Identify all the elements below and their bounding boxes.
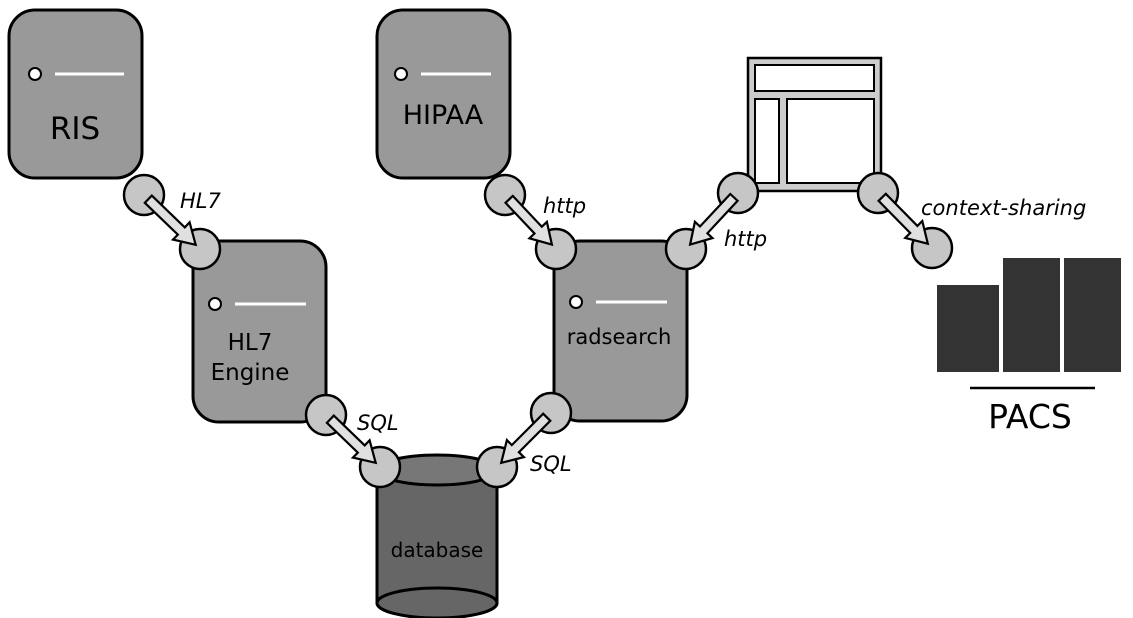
connector-ris-hl7-arrow bbox=[143, 194, 198, 247]
pacs-label: PACS bbox=[988, 397, 1072, 436]
connector-radsearch-window-arrow bbox=[688, 192, 740, 247]
edge-label-hl7-db: SQL bbox=[357, 411, 399, 435]
connector-hl7-db-arrow bbox=[325, 414, 378, 465]
radsearch-label: radsearch bbox=[567, 325, 672, 349]
edge-label-db-radsearch: SQL bbox=[530, 452, 572, 476]
hl7-engine-label-line1: HL7 bbox=[228, 330, 273, 356]
edge-label-radsearch-workstation: http bbox=[724, 227, 767, 251]
connector-window-pacs bbox=[856, 171, 954, 270]
radsearch-status-led bbox=[569, 295, 583, 309]
pacs-icon: PACS bbox=[937, 258, 1121, 436]
edge-label-workstation-pacs: context-sharing bbox=[921, 196, 1086, 220]
hl7-engine-status-led bbox=[208, 297, 222, 311]
database-label: database bbox=[391, 538, 484, 562]
connector-db-radsearch bbox=[475, 391, 573, 489]
connector-radsearch-hipaa bbox=[483, 173, 578, 271]
connectors bbox=[122, 171, 954, 489]
connector-db-radsearch-arrow bbox=[499, 412, 552, 465]
connector-radsearch-hipaa-arrow bbox=[503, 194, 554, 247]
database-cylinder: database bbox=[375, 453, 499, 618]
radsearch-server: radsearch bbox=[552, 239, 689, 423]
connector-radsearch-window bbox=[664, 171, 760, 271]
edge-label-radsearch-hipaa: http bbox=[543, 194, 586, 218]
connector-ris-hl7 bbox=[122, 173, 222, 271]
connector-window-pacs-arrow bbox=[877, 192, 930, 246]
edge-label-ris-hl7: HL7 bbox=[180, 189, 221, 213]
workstation-window-icon bbox=[746, 56, 883, 193]
hipaa-label: HIPAA bbox=[403, 100, 484, 131]
ris-status-led bbox=[28, 67, 42, 81]
connector-hl7-db bbox=[304, 393, 402, 489]
ris-server: RIS bbox=[7, 8, 144, 180]
hipaa-status-led bbox=[394, 67, 408, 81]
hl7-engine-server: HL7 Engine bbox=[191, 239, 328, 424]
hl7-engine-label-line2: Engine bbox=[211, 360, 290, 386]
hipaa-server: HIPAA bbox=[375, 8, 512, 180]
ris-label: RIS bbox=[50, 111, 100, 147]
